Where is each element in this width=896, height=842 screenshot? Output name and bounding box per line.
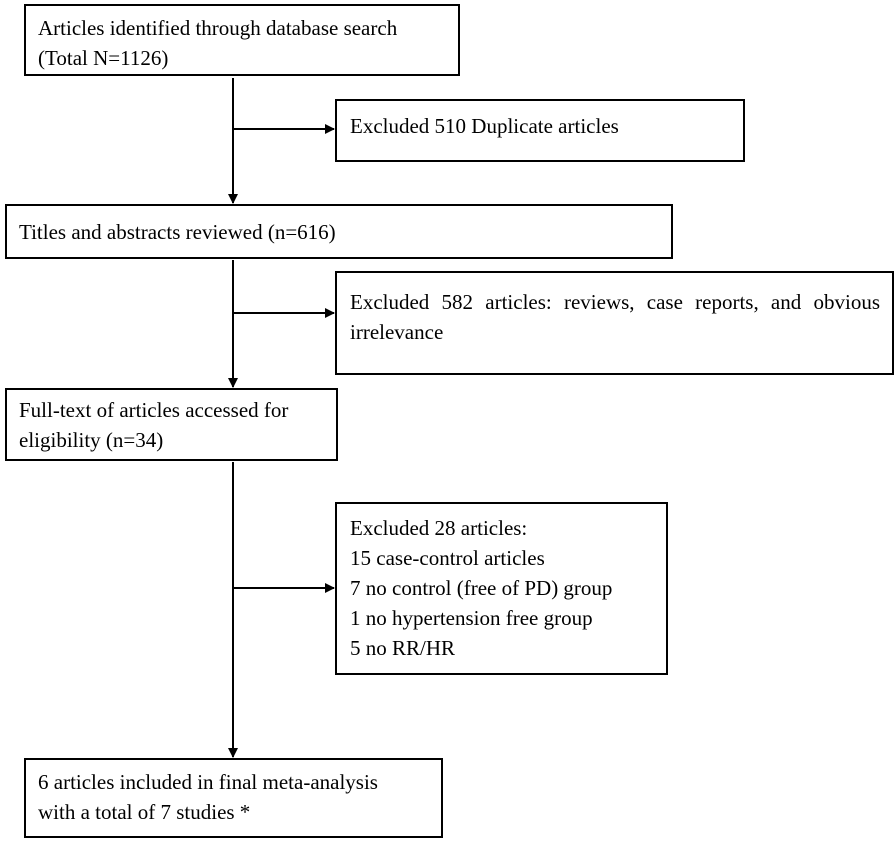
included-line-1: 6 articles included in final meta-analys… (38, 770, 378, 794)
excluded-reason-no-control: 7 no control (free of PD) group (350, 576, 613, 600)
included-box: 6 articles included in final meta-analys… (24, 758, 443, 838)
excluded-full-text-box: Excluded 28 articles: 15 case-control ar… (335, 502, 668, 675)
excluded-screening-box: Excluded 582 articles: reviews, case rep… (335, 271, 894, 375)
excluded-full-text-heading: Excluded 28 articles: (350, 516, 528, 540)
excluded-duplicates-text: Excluded 510 Duplicate articles (350, 114, 619, 138)
identified-line-2: (Total N=1126) (38, 46, 169, 70)
excluded-duplicates-box: Excluded 510 Duplicate articles (335, 99, 745, 162)
identified-box: Articles identified through database sea… (24, 4, 460, 76)
full-text-box: Full-text of articles accessed for eligi… (5, 388, 338, 461)
full-text-line-1: Full-text of articles accessed for (19, 398, 289, 422)
screened-box: Titles and abstracts reviewed (n=616) (5, 204, 673, 259)
full-text-line-2: eligibility (n=34) (19, 428, 164, 452)
excluded-reason-case-control: 15 case-control articles (350, 546, 545, 570)
identified-line-1: Articles identified through database sea… (38, 16, 398, 40)
excluded-reason-no-rr-hr: 5 no RR/HR (350, 636, 456, 660)
screened-text: Titles and abstracts reviewed (n=616) (19, 220, 336, 244)
excluded-screening-text: Excluded 582 articles: reviews, case rep… (350, 290, 880, 344)
included-line-2: with a total of 7 studies * (38, 800, 251, 824)
excluded-reason-no-hypertension-free: 1 no hypertension free group (350, 606, 593, 630)
